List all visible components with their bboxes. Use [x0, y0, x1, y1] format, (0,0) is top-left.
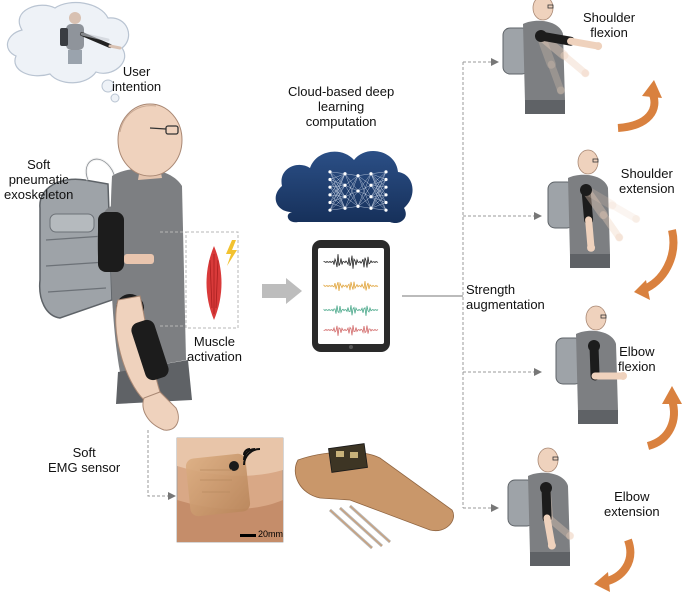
- label-soft-exoskeleton: Soft pneumatic exoskeleton: [4, 157, 73, 202]
- thought-cloud-icon: [7, 3, 128, 102]
- nn-node: [384, 193, 387, 196]
- nn-node: [328, 209, 331, 212]
- scale-bar-label: 20mm: [258, 529, 283, 539]
- label-elbow-flexion: Elbow flexion: [618, 344, 656, 374]
- label-shoulder-flexion: Shoulder flexion: [583, 10, 635, 40]
- label-elbow-extension: Elbow extension: [604, 489, 660, 519]
- nn-node: [328, 201, 331, 204]
- label-strength-augmentation: Strength augmentation: [466, 282, 545, 312]
- nn-node: [384, 178, 387, 181]
- motion-figure-elbow-flexion: [556, 306, 627, 424]
- exo-upper-arm: [98, 212, 124, 272]
- motion-figure-elbow-extension: [508, 448, 574, 566]
- nn-node: [384, 201, 387, 204]
- nn-node: [328, 193, 331, 196]
- nn-node: [369, 207, 372, 210]
- nn-node: [384, 170, 387, 173]
- nn-node: [328, 178, 331, 181]
- nn-node: [384, 209, 387, 212]
- label-muscle-activation: Muscle activation: [187, 334, 242, 364]
- nn-node: [343, 184, 346, 187]
- scale-bar: [240, 534, 256, 537]
- user-figure: [40, 104, 192, 430]
- label-shoulder-extension: Shoulder extension: [619, 166, 675, 196]
- flow-arrow: [262, 278, 302, 304]
- nn-node: [369, 195, 372, 198]
- label-user-intention: User intention: [112, 64, 161, 94]
- orange-arrow-elbow-flexion: [648, 400, 674, 446]
- nn-node: [369, 184, 372, 187]
- nn-node: [328, 170, 331, 173]
- network-cloud-icon: [276, 151, 413, 223]
- lightning-icon: [226, 240, 237, 266]
- flexible-sensor-device: [295, 444, 453, 548]
- nn-node: [328, 186, 331, 189]
- nn-node: [356, 205, 359, 208]
- nn-node: [343, 172, 346, 175]
- nn-node: [384, 186, 387, 189]
- nn-node: [356, 189, 359, 192]
- muscle-icon: [207, 246, 222, 320]
- emg-sensor-photo: [177, 438, 283, 542]
- nn-node: [356, 174, 359, 177]
- nn-node: [369, 172, 372, 175]
- tablet-icon: [312, 240, 390, 352]
- orange-arrow-shoulder-flexion: [618, 92, 654, 128]
- nn-node: [343, 207, 346, 210]
- nn-node: [343, 195, 346, 198]
- label-cloud-computation: Cloud-based deep learning computation: [288, 84, 394, 129]
- label-soft-emg-sensor: Soft EMG sensor: [48, 445, 120, 475]
- orange-arrow-shoulder-extension: [642, 230, 673, 290]
